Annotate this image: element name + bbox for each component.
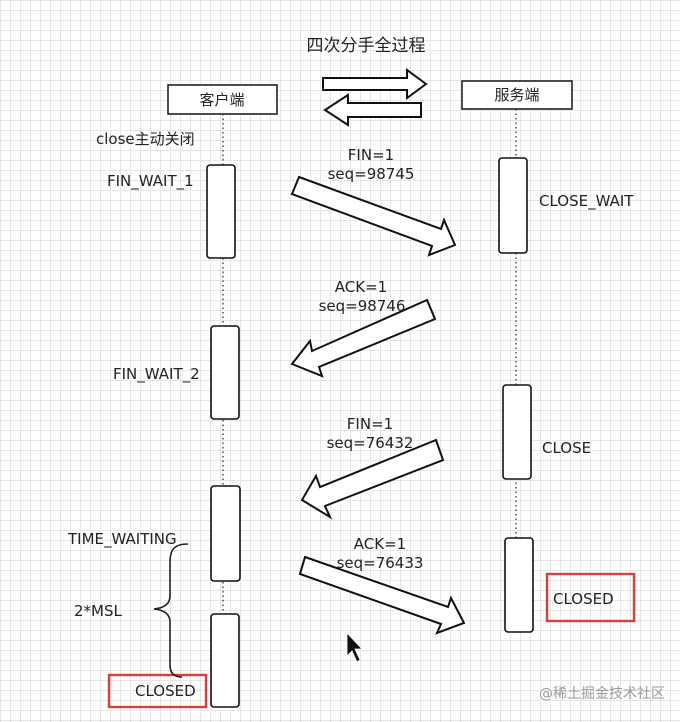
fin-arrow-icon xyxy=(290,175,457,257)
message-4-flag: ACK=1 xyxy=(354,535,406,553)
server-activation-bar xyxy=(504,537,534,633)
message-1-seq: seq=98745 xyxy=(328,165,415,183)
client-activation-bar xyxy=(210,613,240,708)
server-box xyxy=(461,80,573,110)
client-state-fin-wait-1: FIN_WAIT_1 xyxy=(107,172,194,191)
brace-icon xyxy=(153,543,189,678)
message-3-flag: FIN=1 xyxy=(347,415,393,433)
right-arrow-icon xyxy=(322,68,428,100)
watermark: @稀土掘金技术社区 xyxy=(539,686,665,702)
server-state-close-wait: CLOSE_WAIT xyxy=(539,192,634,211)
message-4-seq: seq=76433 xyxy=(337,554,424,572)
server-state-closed: CLOSED xyxy=(553,590,614,608)
client-state-fin-wait-2: FIN_WAIT_2 xyxy=(113,365,200,384)
message-1-flag: FIN=1 xyxy=(348,146,394,164)
diagram-title: 四次分手全过程 xyxy=(307,36,426,56)
left-arrow-icon xyxy=(323,93,422,127)
server-label: 服务端 xyxy=(494,86,539,104)
client-label: 客户端 xyxy=(199,91,244,109)
fin-arrow-icon xyxy=(300,438,445,520)
server-activation-bar xyxy=(498,157,528,254)
ack-arrow-icon xyxy=(290,298,437,378)
client-closed-highlight xyxy=(107,673,208,709)
server-state-close: CLOSE xyxy=(542,439,591,457)
client-activation-bar xyxy=(210,485,241,582)
message-2-seq: seq=98746 xyxy=(319,297,406,315)
client-state-closed: CLOSED xyxy=(135,682,196,700)
client-activation-bar xyxy=(210,325,240,420)
client-state-time-waiting: TIME_WAITING xyxy=(67,530,177,549)
server-closed-highlight xyxy=(545,572,636,623)
client-activation-bar xyxy=(206,164,236,259)
timer-label: 2*MSL xyxy=(74,602,123,620)
client-action-label: close主动关闭 xyxy=(96,130,195,148)
message-2-flag: ACK=1 xyxy=(335,278,387,296)
mouse-cursor-icon xyxy=(346,631,363,663)
message-3-seq: seq=76432 xyxy=(327,434,414,452)
ack-arrow-icon xyxy=(298,555,466,635)
server-activation-bar xyxy=(502,384,532,480)
